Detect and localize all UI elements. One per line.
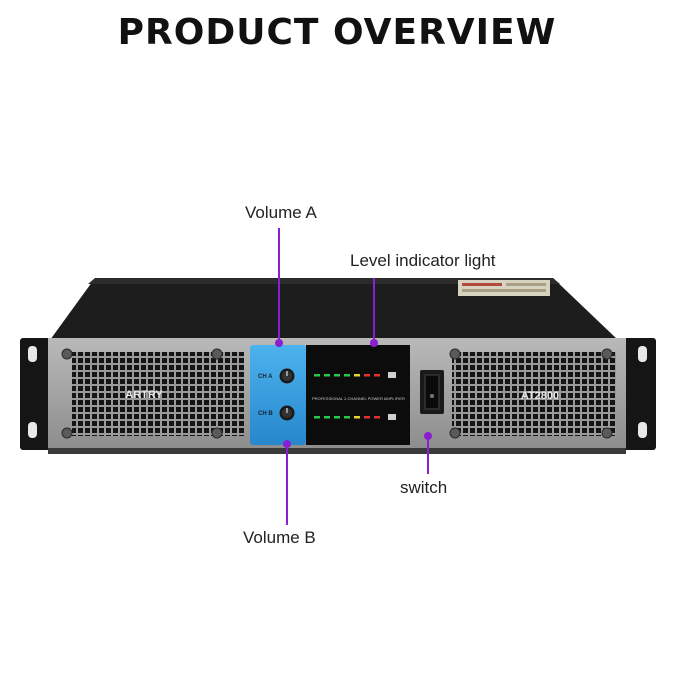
page-title: PRODUCT OVERVIEW — [117, 12, 557, 53]
channel-b-label: CH B — [258, 411, 273, 417]
level-display — [306, 345, 410, 445]
rack-ear-left — [20, 338, 52, 450]
brand-label: ARTRY — [125, 389, 163, 401]
volume-a-knob[interactable] — [279, 368, 295, 384]
callout-volume-b-label: Volume B — [243, 528, 316, 547]
callout-line-volume-b — [283, 440, 291, 525]
grille-right — [452, 352, 616, 436]
callout-switch-label: switch — [400, 478, 448, 497]
volume-b-knob[interactable] — [279, 405, 295, 421]
chassis-sticker — [458, 280, 550, 296]
callout-line-level-indicator — [370, 278, 378, 347]
callout-volume-a-label: Volume A — [245, 203, 317, 222]
model-label: AT2800 — [521, 390, 559, 402]
level-indicator-row-a — [314, 372, 396, 378]
display-caption: PROFESSIONAL 2-CHANNEL POWER AMPLIFIER — [312, 396, 405, 401]
callout-line-volume-a — [275, 228, 283, 347]
level-indicator-row-b — [314, 414, 396, 420]
grille-left — [72, 352, 244, 436]
control-panel — [250, 345, 306, 445]
power-switch[interactable] — [420, 370, 444, 414]
callout-line-switch — [424, 432, 432, 474]
callout-level-indicator-label: Level indicator light — [350, 251, 496, 270]
rack-ear-right — [622, 338, 656, 450]
channel-a-label: CH A — [258, 374, 273, 380]
